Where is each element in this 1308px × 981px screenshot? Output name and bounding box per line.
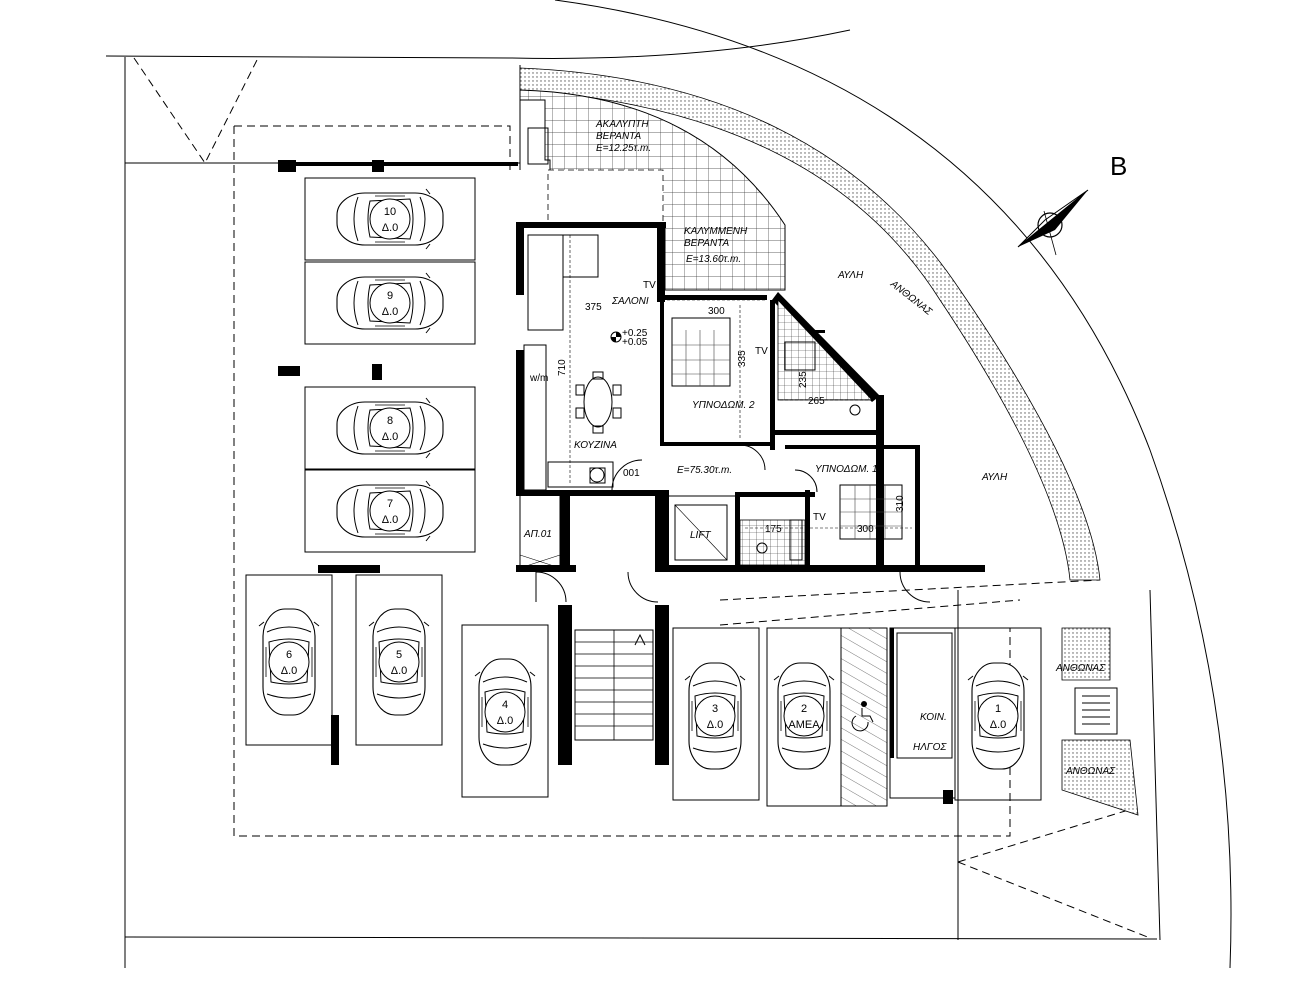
- stair-core: [519, 490, 737, 765]
- tv-label-3: TV: [813, 512, 826, 523]
- parking-bays: [245, 160, 1042, 807]
- parking-spot-2: 2 ΑΜΕΑ: [773, 662, 835, 770]
- dim-235: 235: [798, 371, 809, 388]
- doors: [535, 444, 931, 603]
- covered-veranda-label-2: ΒΕΡΑΝΤΑ: [684, 238, 730, 249]
- lift-label: LIFT: [690, 530, 711, 541]
- uncovered-veranda-label-1: ΑΚΑΛΥΠΤΗ: [595, 119, 649, 130]
- spot-tag: Δ.0: [990, 719, 1007, 731]
- parking-spot-1: 1 Δ.0: [967, 662, 1029, 770]
- bathroom-2-tiles: [739, 519, 806, 566]
- spot-tag: ΑΜΕΑ: [788, 719, 820, 731]
- kitchen-fittings: [523, 234, 614, 491]
- disabled-parking-icon: [851, 701, 874, 732]
- street-label-curve: ΑΝΘΩΝΑΣ: [887, 278, 934, 318]
- dim-310: 310: [895, 495, 906, 512]
- spot-number: 5: [396, 649, 402, 661]
- tv-label-1: TV: [643, 280, 656, 291]
- yard-label-top: ΑΥΛΗ: [837, 270, 864, 281]
- dim-335: 335: [737, 350, 748, 367]
- covered-veranda-label-1: ΚΑΛΥΜΜΕΝΗ: [684, 226, 748, 237]
- spot-tag: Δ.0: [382, 222, 399, 234]
- spot-tag: Δ.0: [707, 719, 724, 731]
- parking-spot-10: 10 Δ.0: [337, 189, 443, 249]
- spot-number: 1: [995, 703, 1001, 715]
- level-marker: [610, 331, 622, 343]
- common-label: ΚΟΙΝ.: [920, 712, 947, 723]
- storage-label: ΑΠ.01: [523, 529, 552, 540]
- bed-bedroom-1: [839, 484, 903, 540]
- street-label-right-2: ΑΝΘΩΝΑΣ: [1065, 766, 1116, 777]
- spot-number: 2: [801, 703, 807, 715]
- parking-spot-9: 9 Δ.0: [337, 273, 443, 333]
- yard-label-right: ΑΥΛΗ: [981, 472, 1008, 483]
- plot-boundary: [105, 0, 1232, 969]
- washing-machine-label: w/m: [529, 373, 548, 384]
- spot-tag: Δ.0: [382, 431, 399, 443]
- tv-label-2: TV: [755, 346, 768, 357]
- apartment-walls: [516, 222, 985, 572]
- dim-710: 710: [557, 359, 568, 376]
- spot-number: 10: [384, 206, 396, 218]
- parking-spot-7: 7 Δ.0: [337, 481, 443, 541]
- bathroom-1-tiles: [777, 298, 873, 401]
- north-arrow: B: [1017, 151, 1127, 256]
- covered-veranda-area: Ε=13.60τ.m.: [686, 254, 741, 265]
- parking-spot-6: 6 Δ.0: [258, 608, 320, 716]
- parking-spot-5: 5 Δ.0: [368, 608, 430, 716]
- spot-number: 4: [502, 699, 508, 711]
- apartment-code: 001: [623, 468, 640, 479]
- bed-bedroom-2: [671, 317, 731, 387]
- spot-tag: Δ.0: [281, 665, 298, 677]
- living-room-label: ΣΑΛΟΝΙ: [611, 296, 649, 307]
- dim-300-b: 300: [857, 524, 874, 535]
- spot-tag: Δ.0: [497, 715, 514, 727]
- bbq-unit: [527, 127, 549, 165]
- bedroom-2-label: ΥΠΝΟΔΩΜ. 2: [692, 400, 755, 411]
- dining-table: [575, 371, 622, 434]
- spot-tag: Δ.0: [391, 665, 408, 677]
- street-band: [519, 67, 1139, 816]
- spot-number: 3: [712, 703, 718, 715]
- apartment-area: Ε=75.30τ.m.: [677, 465, 732, 476]
- spot-tag: Δ.0: [382, 306, 399, 318]
- dimension-lines: [569, 235, 912, 529]
- spot-number: 8: [387, 415, 393, 427]
- parking-spot-3: 3 Δ.0: [684, 662, 746, 770]
- dim-300-a: 300: [708, 306, 725, 317]
- bedroom-1-label: ΥΠΝΟΔΩΜ. 1: [815, 464, 878, 475]
- parking-spot-8: 8 Δ.0: [337, 398, 443, 458]
- parking-spot-4: 4 Δ.0: [474, 658, 536, 766]
- street-label-right-1: ΑΝΘΩΝΑΣ: [1055, 663, 1106, 674]
- dim-265: 265: [808, 396, 825, 407]
- dim-175: 175: [765, 524, 782, 535]
- uncovered-veranda-label-2: ΒΕΡΑΝΤΑ: [596, 131, 642, 142]
- level-label-2: +0.05: [622, 337, 648, 348]
- north-label: B: [1110, 151, 1127, 181]
- uncovered-veranda-area: Ε=12.25τ.m.: [596, 143, 651, 154]
- parking-area-label: ΗΛΓΟΣ: [913, 742, 947, 753]
- level-label-1: +0.25: [622, 328, 648, 339]
- spot-tag: Δ.0: [382, 514, 399, 526]
- dim-375: 375: [585, 302, 602, 313]
- spot-number: 9: [387, 290, 393, 302]
- spot-number: 6: [286, 649, 292, 661]
- kitchen-label: ΚΟΥΖΙΝΑ: [574, 440, 617, 451]
- spot-number: 7: [387, 498, 393, 510]
